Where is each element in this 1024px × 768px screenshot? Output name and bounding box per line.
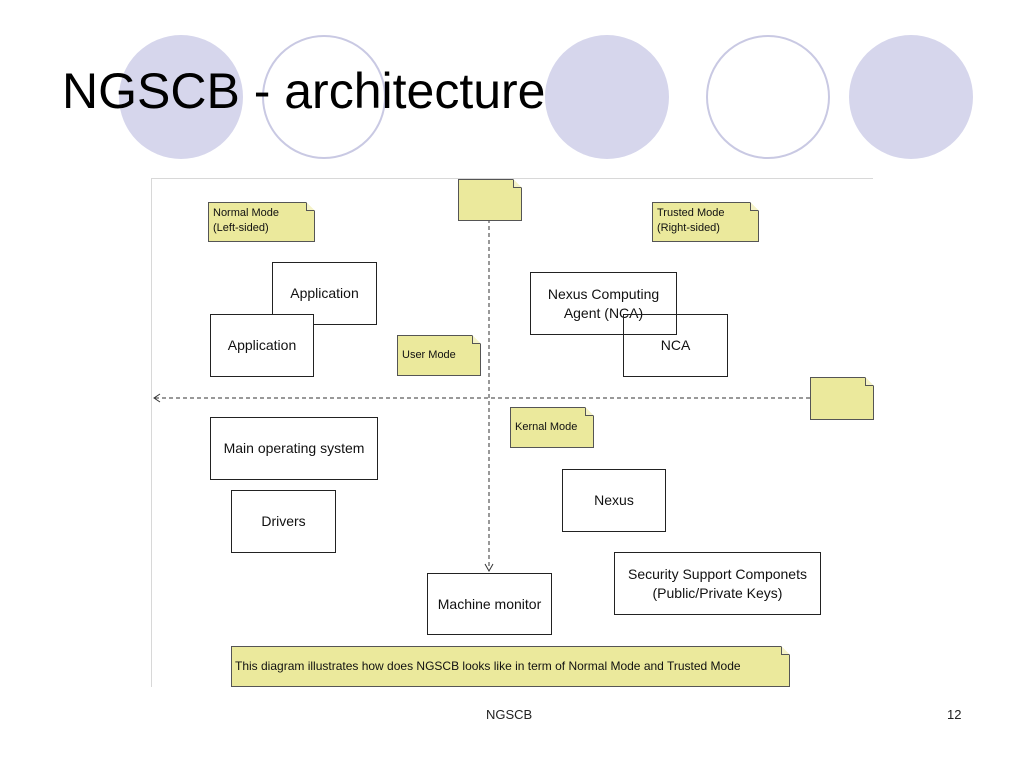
note-trusted-mode: Trusted Mode (Right-sided) — [652, 202, 759, 242]
mode-divider-lines — [153, 219, 810, 573]
right-note-blank — [810, 377, 874, 420]
box-nca: NCA — [623, 314, 728, 377]
decor-circle-1 — [119, 35, 243, 159]
box-machine-monitor: Machine monitor — [427, 573, 552, 635]
architecture-diagram: Normal Mode (Left-sided) Trusted Mode (R… — [151, 178, 873, 687]
top-note-blank — [458, 179, 522, 221]
decor-circle-4 — [706, 35, 830, 159]
vertical-arrowhead — [484, 563, 494, 573]
decor-circle-2 — [262, 35, 386, 159]
horizontal-arrowhead — [153, 393, 161, 403]
slide-footer: NGSCB — [486, 707, 533, 722]
box-drivers: Drivers — [231, 490, 336, 553]
slide-title: NGSCB - architecture — [62, 63, 546, 119]
box-application-back: Application — [272, 262, 377, 325]
box-nexus-computing-agent: Nexus Computing Agent (NCA) — [530, 272, 677, 335]
note-normal-mode: Normal Mode (Left-sided) — [208, 202, 315, 242]
box-nexus: Nexus — [562, 469, 666, 532]
box-application-front: Application — [210, 314, 314, 377]
box-security-support-components: Security Support Componets (Public/Priva… — [614, 552, 821, 615]
note-kernel-mode: Kernal Mode — [510, 407, 594, 448]
box-main-operating-system: Main operating system — [210, 417, 378, 480]
decor-circle-5 — [849, 35, 973, 159]
page-number: 12 — [947, 707, 962, 722]
note-caption: This diagram illustrates how does NGSCB … — [231, 646, 790, 687]
note-user-mode: User Mode — [397, 335, 481, 376]
decor-circle-3 — [545, 35, 669, 159]
